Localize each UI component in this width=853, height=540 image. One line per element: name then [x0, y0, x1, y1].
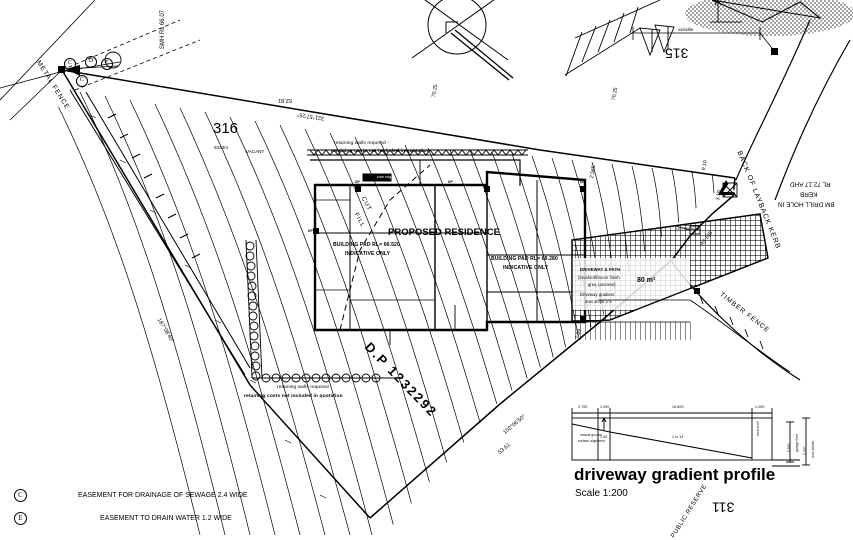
benchmark-line3: RL 72.17 AHD [790, 180, 831, 188]
benchmark-line1: BM DRILL HOLE IN [778, 200, 835, 208]
driveway-label-line2: (brushed/broom finish [578, 275, 620, 280]
profile-dim-right-1: 0.600 [787, 443, 791, 452]
retaining-note-bottom-line1: retaining walls required - [277, 385, 332, 390]
easement-symbol-c: C [14, 489, 27, 502]
corner-mark-d: D [85, 56, 97, 68]
building-pad-east-note: INDICATIVE ONLY [503, 265, 549, 271]
profile-left-label-1: natural ground [580, 433, 602, 437]
variable-dimension-label: variable [678, 27, 694, 32]
profile-dim-top-2: 1.000 [600, 405, 610, 409]
retaining-note-top-line1: retaining walls required - [334, 141, 389, 146]
boundary-distance-1: 52.81 [278, 96, 292, 103]
letterbox-label: LETTERBOX [676, 227, 700, 231]
easement-text-c: EASEMENT FOR DRAINAGE OF SEWAGE 2.4 WIDE [78, 492, 248, 499]
profile-dim-top-1: 2.700 [578, 405, 588, 409]
lot-number-315: 315 [665, 45, 689, 62]
driveway-gradient-line1: Driveway gradient [580, 292, 615, 297]
profile-title: driveway gradient profile [574, 465, 776, 484]
profile-grade-label: 1 in 14 [672, 435, 684, 439]
downpipe-label-3: DP [580, 180, 585, 184]
smh-label: SMH RL 66.07 [160, 10, 166, 50]
profile-left-label-2: surface alignment [578, 439, 605, 443]
retaining-note-bottom-line2: retaining costs not included in quotatio… [244, 394, 343, 399]
profile-dim-top-4: 1.000 [755, 405, 765, 409]
driveway-area: 80 m² [637, 277, 656, 284]
profile-kerb-level-label: kerb level [756, 421, 760, 436]
downpipe-label-2: DP [448, 180, 453, 184]
benchmark-line2: KERB [800, 190, 818, 198]
profile-right-label-1: garage floor [795, 433, 799, 452]
profile-scale: Scale 1:200 [575, 488, 628, 499]
easement-text-e: EASEMENT TO DRAIN WATER 1.2 WIDE [100, 515, 232, 522]
downpipe-label-1: DP [355, 180, 360, 184]
profile-dim-inner-1: 1.00 [600, 435, 608, 439]
profile-dim-top-3: 16.600 [672, 405, 684, 409]
corner-mark-c: C [64, 58, 76, 70]
building-pad-west-note: INDICATIVE ONLY [345, 251, 391, 257]
downpipe-label-4: DP [308, 229, 313, 233]
building-pad-east-rl: BUILDING PAD RL= 69.280 [491, 256, 558, 262]
retaining-note-top-line2: retaining costs not included in quotatio… [331, 149, 430, 154]
lot-number-311: 311 [712, 499, 735, 516]
driveway-label-line1: DRIVEWAY & PATH [580, 267, 621, 272]
driveway-label-line3: grey concrete) [588, 282, 616, 287]
page-title: PROPOSED RESIDENCE [388, 227, 500, 238]
profile-right-label-2: door border [811, 440, 815, 458]
lot-number-316: 316 [213, 120, 239, 137]
lot-status-vacant: VACANT [246, 149, 265, 154]
lot-area: 9323m [214, 145, 229, 150]
corner-mark-c2: C [76, 75, 88, 87]
driveway-gradient-line2: max slope 1:5 [585, 299, 612, 304]
slab-edge-label: slab edge [377, 175, 394, 179]
building-pad-west-rl: BUILDING PAD RL= 66.520 [333, 242, 400, 248]
profile-dim-right-2: 0.370 [803, 446, 807, 455]
easement-symbol-e: E [14, 512, 27, 525]
corner-mark-e: E [101, 58, 113, 70]
